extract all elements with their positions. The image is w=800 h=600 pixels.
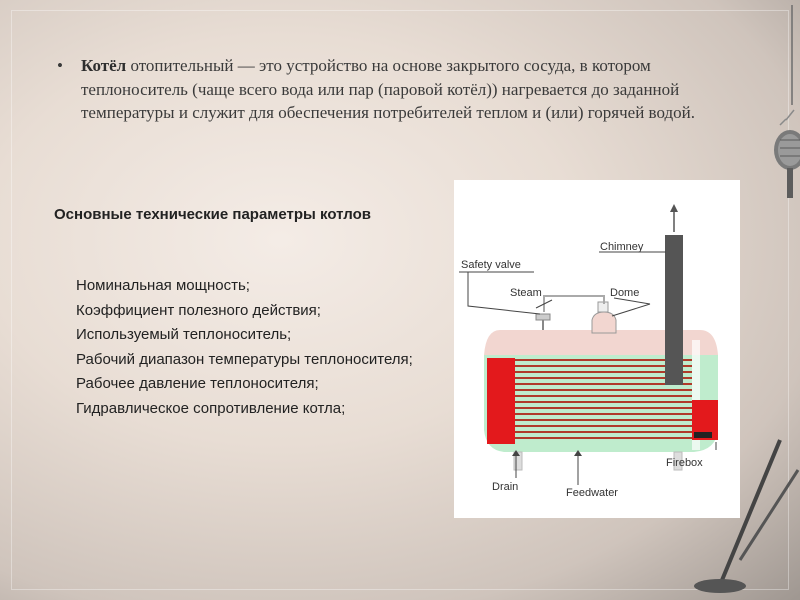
- label-feedwater: Feedwater: [566, 487, 618, 499]
- label-dome: Dome: [610, 287, 639, 299]
- fire-tubes: [515, 359, 692, 439]
- label-drain: Drain: [492, 481, 518, 493]
- label-steam: Steam: [510, 287, 542, 299]
- param-item: Используемый теплоноситель;: [76, 326, 292, 343]
- steam-space: [484, 330, 718, 355]
- microphone-decoration-icon: [694, 5, 800, 593]
- term-boiler: Котёл: [81, 56, 127, 75]
- label-chimney: Chimney: [600, 241, 644, 253]
- param-item: Гидравлическое сопротивление котла;: [76, 399, 346, 417]
- intro-paragraph: • Котёл отопительный — это устройство на…: [57, 54, 757, 125]
- label-firebox: Firebox: [666, 457, 703, 469]
- param-item: Рабочий диапазон температуры теплоносите…: [76, 350, 413, 368]
- params-list: Номинальная мощность; Коэффициент полезн…: [54, 274, 454, 421]
- slide-frame: [11, 10, 789, 590]
- firebox-left: [487, 358, 515, 444]
- dome: [591, 311, 617, 334]
- label-safety-valve: Safety valve: [461, 259, 521, 271]
- bullet: •: [57, 56, 63, 75]
- definition-text: отопительный — это устройство на основе …: [81, 56, 695, 122]
- chimney-stack: [665, 235, 683, 385]
- param-item: Коэффициент полезного действия;: [76, 301, 321, 319]
- boiler-diagram: Chimney Safety valve Steam Dome Firebox …: [454, 180, 740, 518]
- param-item: Рабочее давление теплоносителя;: [76, 375, 319, 392]
- param-item: Номинальная мощность;: [76, 277, 250, 294]
- boiler-diagram-svg: Chimney Safety valve Steam Dome Firebox …: [459, 204, 718, 499]
- water-body: [484, 355, 718, 452]
- params-title: Основные технические параметры котлов: [54, 206, 371, 223]
